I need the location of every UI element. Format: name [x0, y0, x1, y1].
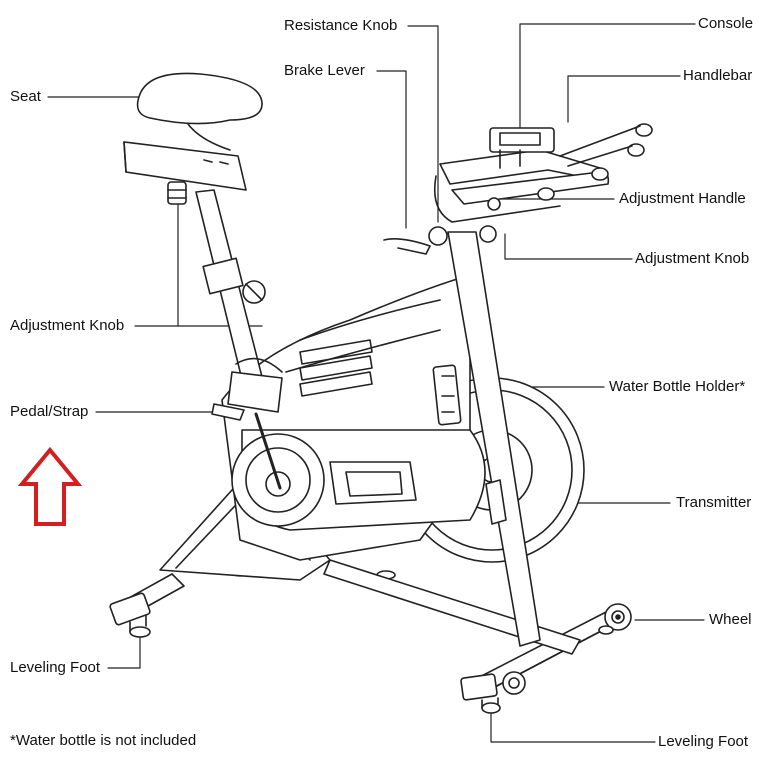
label-seat: Seat	[10, 88, 41, 105]
seat-post	[167, 181, 269, 405]
pedal-assembly	[211, 357, 283, 490]
handlebar-assembly	[383, 123, 653, 255]
label-handlebar: Handlebar	[683, 67, 753, 84]
label-leveling-foot-left: Leveling Foot	[10, 659, 101, 676]
label-adjustment-knob-left: Adjustment Knob	[10, 317, 125, 334]
label-resistance-knob: Resistance Knob	[284, 17, 398, 34]
front-stabilizer	[460, 603, 632, 714]
label-adjustment-handle: Adjustment Handle	[619, 190, 746, 207]
footnote: *Water bottle is not included	[10, 732, 197, 749]
label-pedal-strap: Pedal/Strap	[10, 403, 89, 420]
label-brake-lever: Brake Lever	[284, 62, 365, 79]
label-console: Console	[698, 15, 754, 32]
rear-stabilizer	[109, 567, 396, 638]
label-wheel: Wheel	[709, 611, 752, 628]
frame	[159, 274, 581, 655]
label-water-bottle-holder: Water Bottle Holder*	[609, 378, 746, 395]
label-adjustment-knob-right: Adjustment Knob	[635, 250, 750, 267]
label-transmitter: Transmitter	[676, 494, 752, 511]
up-arrow-icon	[17, 446, 83, 526]
front-upright	[432, 231, 541, 647]
label-leveling-foot-right: Leveling Foot	[658, 733, 749, 750]
seat-assembly	[123, 72, 263, 191]
